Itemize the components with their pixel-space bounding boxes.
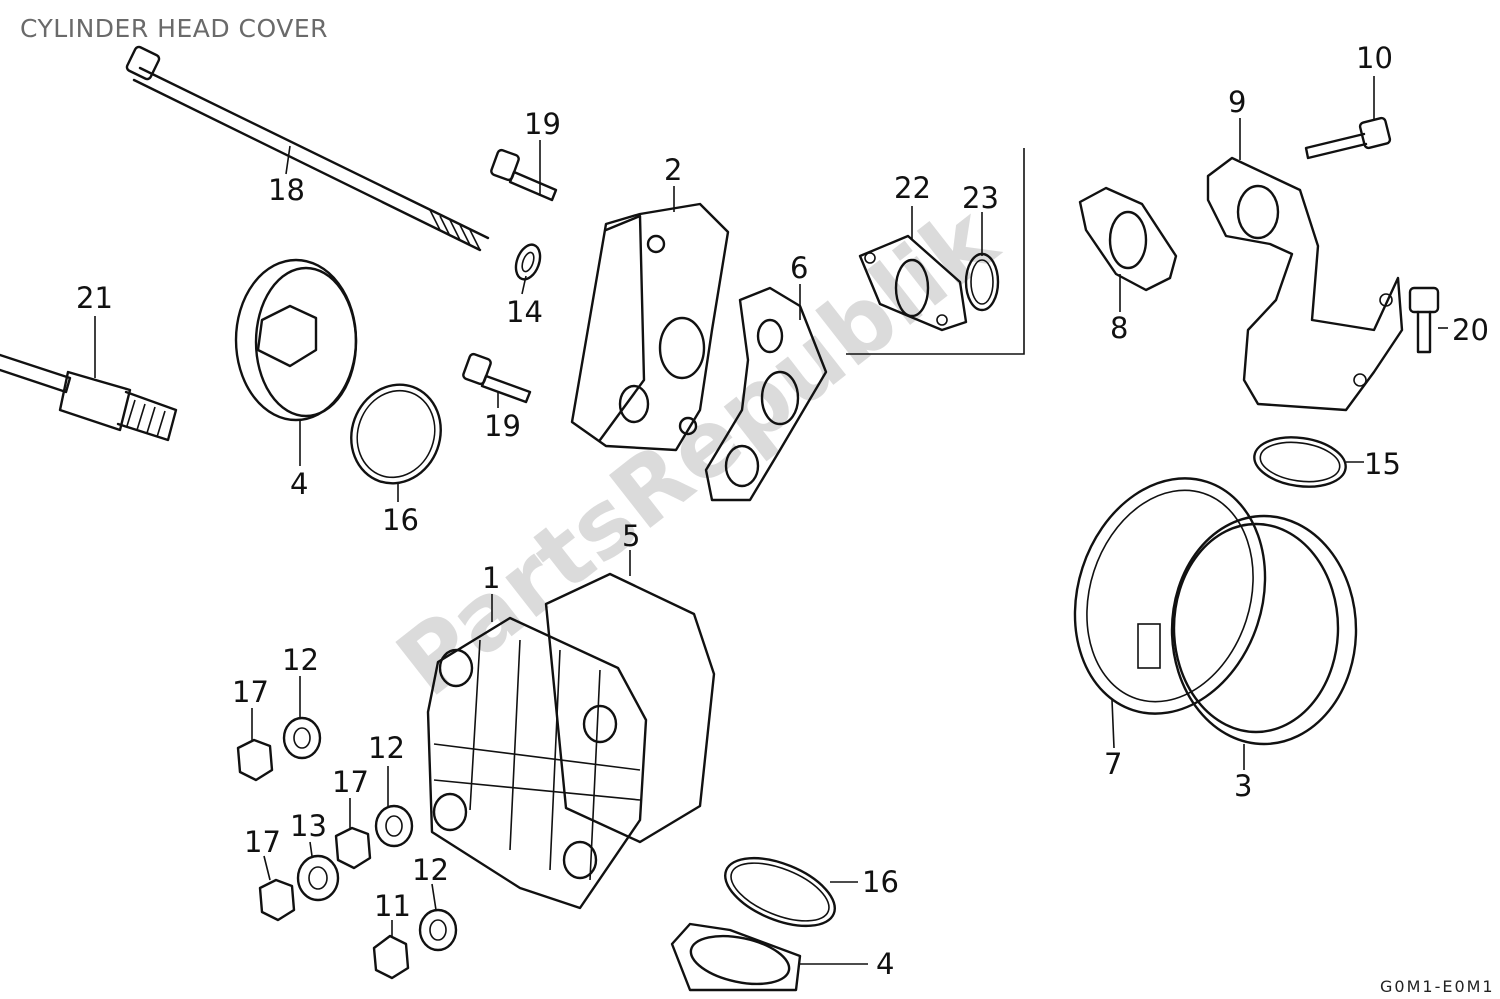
callout-16-lower: 16 xyxy=(862,865,899,899)
part-6-gasket xyxy=(704,286,828,502)
part-17-nut-b xyxy=(334,826,372,870)
callout-numbers: 18 19 14 19 21 4 16 2 6 22 23 8 9 10 20 … xyxy=(76,41,1489,981)
part-17-nut-c xyxy=(258,878,296,922)
callout-10: 10 xyxy=(1356,41,1393,75)
part-4-tappet-cap xyxy=(234,258,358,422)
part-20-bolt xyxy=(1408,286,1440,354)
part-11-nut xyxy=(372,934,410,980)
callout-12-a: 12 xyxy=(282,643,319,677)
part-21-spark-plug xyxy=(0,353,178,442)
part-22-gasket xyxy=(858,234,968,332)
part-3-side-cover xyxy=(1137,514,1358,746)
callout-17-c: 17 xyxy=(244,825,281,859)
part-14-washer xyxy=(514,243,542,281)
part-4-tappet-cap-lower xyxy=(670,922,802,992)
callout-16-upper: 16 xyxy=(382,503,419,537)
callout-9: 9 xyxy=(1228,85,1246,119)
part-16-o-ring-lower xyxy=(724,856,836,928)
part-18-stud-bolt xyxy=(125,45,490,252)
callout-20: 20 xyxy=(1452,313,1489,347)
callout-11: 11 xyxy=(374,889,411,923)
part-17-nut-a xyxy=(236,738,274,782)
leader-lines xyxy=(94,76,1448,965)
callout-19-lower: 19 xyxy=(484,409,521,443)
part-12-washer-c xyxy=(418,908,458,952)
callout-12-b: 12 xyxy=(368,731,405,765)
part-9-intake-pipe xyxy=(1206,156,1404,412)
callout-22: 22 xyxy=(894,171,931,205)
callout-23: 23 xyxy=(962,181,999,215)
callout-19-upper: 19 xyxy=(524,107,561,141)
part-19-bolt-lower xyxy=(462,352,532,404)
callout-13: 13 xyxy=(290,809,327,843)
callout-14: 14 xyxy=(506,295,543,329)
part-13-washer xyxy=(296,854,340,902)
callout-4-upper: 4 xyxy=(290,467,308,501)
callout-12-c: 12 xyxy=(412,853,449,887)
part-2-side-plate xyxy=(570,202,730,452)
part-8-insulator xyxy=(1078,186,1178,292)
part-7-gasket-ring xyxy=(1073,477,1267,715)
callout-7: 7 xyxy=(1104,747,1122,781)
callout-6: 6 xyxy=(790,251,808,285)
diagram-title: CYLINDER HEAD COVER xyxy=(20,14,329,43)
callout-1: 1 xyxy=(482,561,500,595)
callout-18: 18 xyxy=(268,173,305,207)
part-15-o-ring xyxy=(1253,436,1347,488)
callout-3: 3 xyxy=(1234,769,1252,803)
part-19-bolt-upper xyxy=(490,148,558,202)
part-12-washer-b xyxy=(374,804,414,848)
part-16-o-ring xyxy=(350,383,442,485)
assembly-bracket xyxy=(846,148,1025,355)
callout-5: 5 xyxy=(622,519,640,553)
part-10-bolt xyxy=(1304,116,1392,160)
callout-8: 8 xyxy=(1110,311,1128,345)
part-5-cover-gasket xyxy=(544,572,716,844)
diagram-code: G0M1-E0M1 xyxy=(1380,977,1495,994)
callout-17-b: 17 xyxy=(332,765,369,799)
part-12-washer-a xyxy=(282,716,322,760)
part-1-head-cover xyxy=(426,616,648,910)
callout-2: 2 xyxy=(664,153,682,187)
callout-21: 21 xyxy=(76,281,113,315)
callout-4-lower: 4 xyxy=(876,947,894,981)
callout-15: 15 xyxy=(1364,447,1401,481)
callout-17-a: 17 xyxy=(232,675,269,709)
